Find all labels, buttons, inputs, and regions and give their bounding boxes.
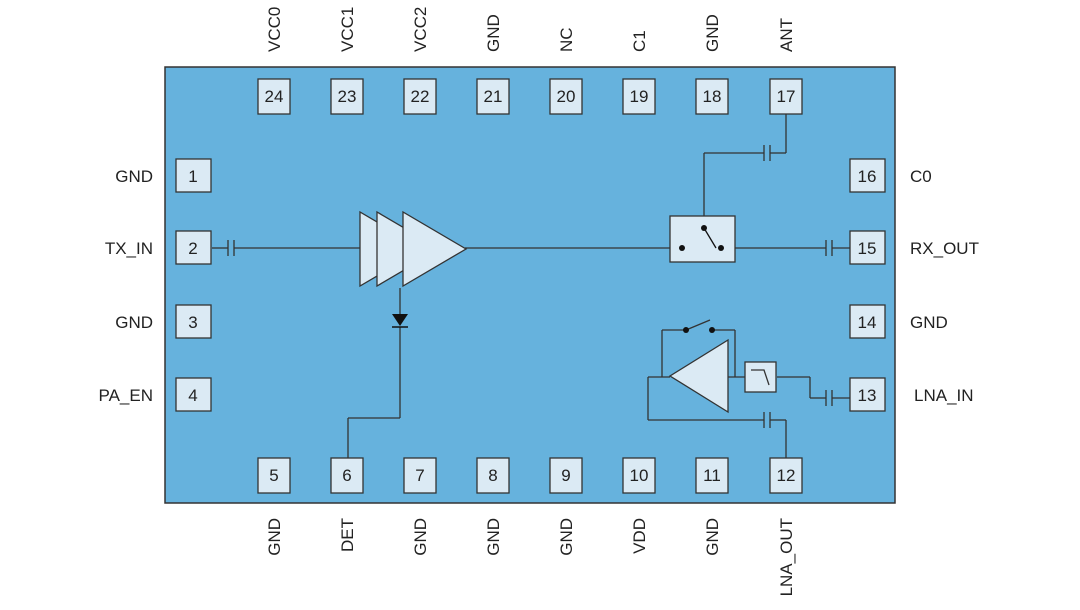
pin-9: 9	[549, 457, 583, 494]
pin-21: 21	[476, 78, 510, 115]
pin-24-label: VCC0	[265, 7, 284, 52]
pin-13-label: LNA_IN	[914, 386, 974, 405]
svg-text:6: 6	[342, 466, 351, 485]
svg-text:15: 15	[858, 239, 877, 258]
pin-5: 5	[257, 457, 291, 494]
tr-switch-contacts	[679, 225, 724, 251]
svg-text:23: 23	[338, 87, 357, 106]
filter-icon	[751, 369, 770, 386]
svg-text:3: 3	[188, 313, 197, 332]
svg-text:14: 14	[858, 313, 877, 332]
pin-8: 8	[476, 457, 510, 494]
svg-text:18: 18	[703, 87, 722, 106]
svg-text:20: 20	[557, 87, 576, 106]
pin-22: 22	[403, 78, 437, 115]
pin-9-label: GND	[557, 518, 576, 556]
pin-17: 17	[769, 78, 803, 115]
filter-block	[744, 361, 777, 393]
lna-amplifier	[668, 338, 729, 414]
pin-23: 23	[330, 78, 364, 115]
pin-11: 11	[695, 457, 729, 494]
detector-diode	[392, 314, 408, 326]
pin-18-label: GND	[703, 14, 722, 52]
internal-wiring	[212, 114, 850, 458]
pin-1: 1	[175, 158, 212, 193]
svg-text:19: 19	[630, 87, 649, 106]
chip-body	[164, 66, 896, 504]
svg-text:2: 2	[188, 239, 197, 258]
svg-text:10: 10	[630, 466, 649, 485]
pin-4: 4	[175, 377, 212, 412]
pin-4-label: PA_EN	[99, 386, 154, 405]
svg-text:24: 24	[265, 87, 284, 106]
pin-12-label: LNA_OUT	[777, 518, 796, 596]
pin-24: 24	[257, 78, 291, 115]
svg-text:11: 11	[703, 466, 721, 485]
svg-text:22: 22	[411, 87, 430, 106]
svg-text:12: 12	[777, 466, 796, 485]
pin-20-label: NC	[557, 27, 576, 52]
pin-3: 3	[175, 304, 212, 339]
pin-16: 16	[849, 158, 886, 193]
svg-text:8: 8	[488, 466, 497, 485]
pin-16-label: C0	[910, 167, 932, 186]
pin-6-label: DET	[338, 518, 357, 552]
pin-14-label: GND	[910, 313, 948, 332]
svg-text:21: 21	[484, 87, 503, 106]
svg-text:16: 16	[858, 167, 877, 186]
pa-stage-3	[402, 210, 468, 288]
svg-text:13: 13	[858, 386, 877, 405]
pin-1-label: GND	[115, 167, 153, 186]
pin-8-label: GND	[484, 518, 503, 556]
pin-14: 14	[849, 304, 886, 339]
pin-2-label: TX_IN	[105, 239, 153, 258]
svg-text:7: 7	[415, 466, 424, 485]
pin-21-label: GND	[484, 14, 503, 52]
pin-15-label: RX_OUT	[910, 239, 979, 258]
pin-2: 2	[175, 230, 212, 265]
pin-12: 12	[769, 457, 803, 494]
pin-20: 20	[549, 78, 583, 115]
pin-19: 19	[622, 78, 656, 115]
pin-23-label: VCC1	[338, 7, 357, 52]
pin-19-label: C1	[630, 30, 649, 52]
svg-text:4: 4	[188, 386, 197, 405]
pin-10-label: VDD	[630, 518, 649, 554]
pin-3-label: GND	[115, 313, 153, 332]
svg-text:9: 9	[561, 466, 570, 485]
tr-switch	[669, 215, 736, 263]
svg-text:1: 1	[188, 167, 197, 186]
svg-text:17: 17	[777, 87, 796, 106]
pin-5-label: GND	[265, 518, 284, 556]
pin-6: 6	[330, 457, 364, 494]
pin-13: 13	[849, 377, 886, 412]
pin-15: 15	[849, 230, 886, 265]
pin-7: 7	[403, 457, 437, 494]
bypass-switch	[683, 327, 715, 333]
pin-10: 10	[622, 457, 656, 494]
pin-22-label: VCC2	[411, 7, 430, 52]
pin-7-label: GND	[411, 518, 430, 556]
svg-text:5: 5	[269, 466, 278, 485]
pin-11-label: GND	[703, 518, 722, 556]
pin-18: 18	[695, 78, 729, 115]
pin-17-label: ANT	[777, 18, 796, 52]
